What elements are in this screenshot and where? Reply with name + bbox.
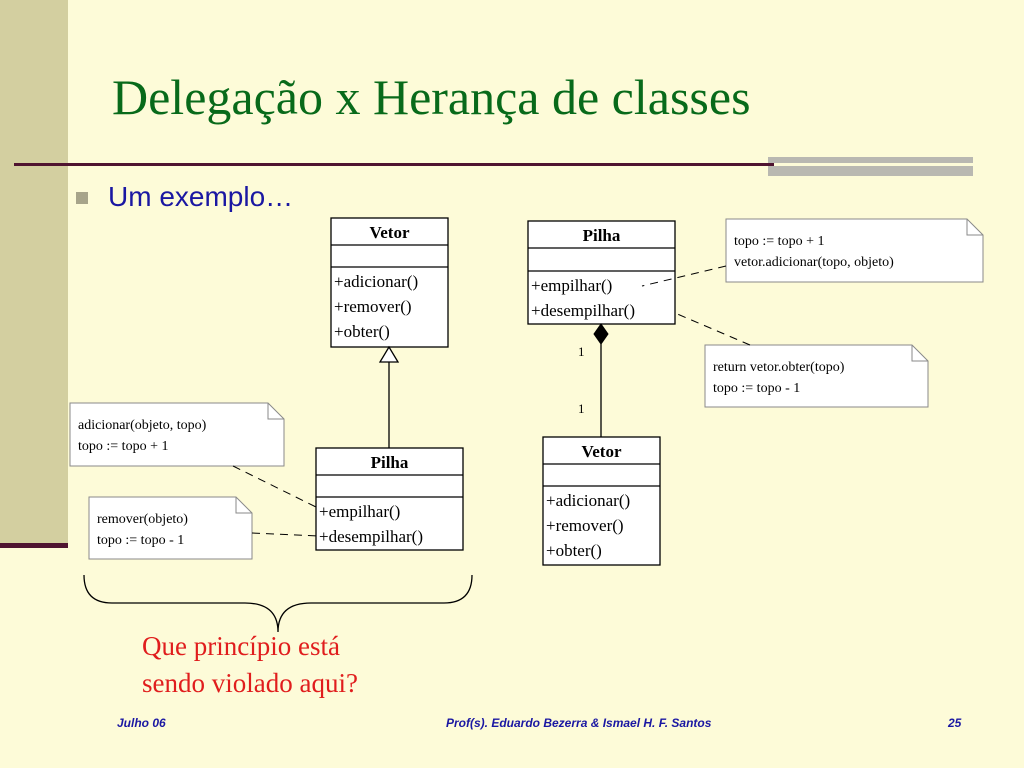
title-underline — [14, 163, 774, 166]
note-anchor-line — [674, 312, 751, 346]
title-decorative-bar-lower — [768, 166, 973, 176]
note-anchor-line — [641, 265, 727, 287]
note-anchor-line — [232, 465, 319, 509]
note-line: vetor.adicionar(topo, objeto) — [734, 255, 894, 270]
curly-brace — [83, 574, 473, 633]
question-line: sendo violado aqui? — [142, 668, 358, 698]
bullet-text: Um exemplo… — [108, 181, 294, 212]
uml-class-pilha-left: Pilha +empilhar() +desempilhar() — [315, 447, 464, 551]
operation: +obter() — [334, 322, 390, 341]
uml-class-pilha-right: Pilha +empilhar() +desempilhar() — [527, 220, 676, 325]
footer-date: Julho 06 — [117, 716, 166, 730]
note-left-adicionar: adicionar(objeto, topo) topo := topo + 1 — [69, 402, 285, 467]
slide-title: Delegação x Herança de classes — [112, 69, 751, 125]
operation: +remover() — [334, 297, 412, 316]
bullet-square-icon — [76, 192, 88, 204]
operation: +remover() — [546, 516, 624, 535]
operation: +adicionar() — [546, 491, 630, 510]
multiplicity-label: 1 — [578, 344, 585, 359]
operation: +adicionar() — [334, 272, 418, 291]
footer-page-number: 25 — [948, 716, 962, 730]
uml-class-vetor-left: Vetor +adicionar() +remover() +obter() — [330, 217, 449, 348]
note-line: adicionar(objeto, topo) — [78, 418, 207, 433]
operation: +obter() — [546, 541, 602, 560]
left-decorative-band — [0, 0, 68, 548]
note-line: remover(objeto) — [97, 512, 188, 527]
operation: +desempilhar() — [319, 527, 423, 546]
title-decorative-bar — [768, 157, 973, 163]
note-line: topo := topo + 1 — [78, 439, 168, 454]
class-name: Pilha — [583, 226, 621, 245]
class-name: Pilha — [371, 453, 409, 472]
note-anchor-line — [251, 532, 319, 537]
operation: +empilhar() — [319, 502, 400, 521]
note-right-desempilhar: return vetor.obter(topo) topo := topo - … — [704, 344, 929, 408]
note-line: topo := topo - 1 — [713, 381, 800, 396]
operation: +desempilhar() — [531, 301, 635, 320]
operation: +empilhar() — [531, 276, 612, 295]
composition-association: 1 1 — [578, 323, 609, 437]
note-left-remover: remover(objeto) topo := topo - 1 — [88, 496, 253, 560]
inheritance-arrow — [378, 345, 400, 448]
uml-class-vetor-right: Vetor +adicionar() +remover() +obter() — [542, 436, 661, 566]
note-line: return vetor.obter(topo) — [713, 360, 845, 375]
class-name: Vetor — [370, 223, 410, 242]
class-name: Vetor — [582, 442, 622, 461]
note-line: topo := topo - 1 — [97, 533, 184, 548]
note-line: topo := topo + 1 — [734, 234, 824, 249]
question-text: Que princípio está sendo violado aqui? — [142, 628, 442, 702]
left-band-accent-line — [0, 543, 68, 548]
question-line: Que princípio está — [142, 631, 340, 661]
footer-authors: Prof(s). Eduardo Bezerra & Ismael H. F. … — [446, 716, 712, 730]
note-right-empilhar: topo := topo + 1 vetor.adicionar(topo, o… — [725, 218, 984, 283]
multiplicity-label: 1 — [578, 401, 585, 416]
